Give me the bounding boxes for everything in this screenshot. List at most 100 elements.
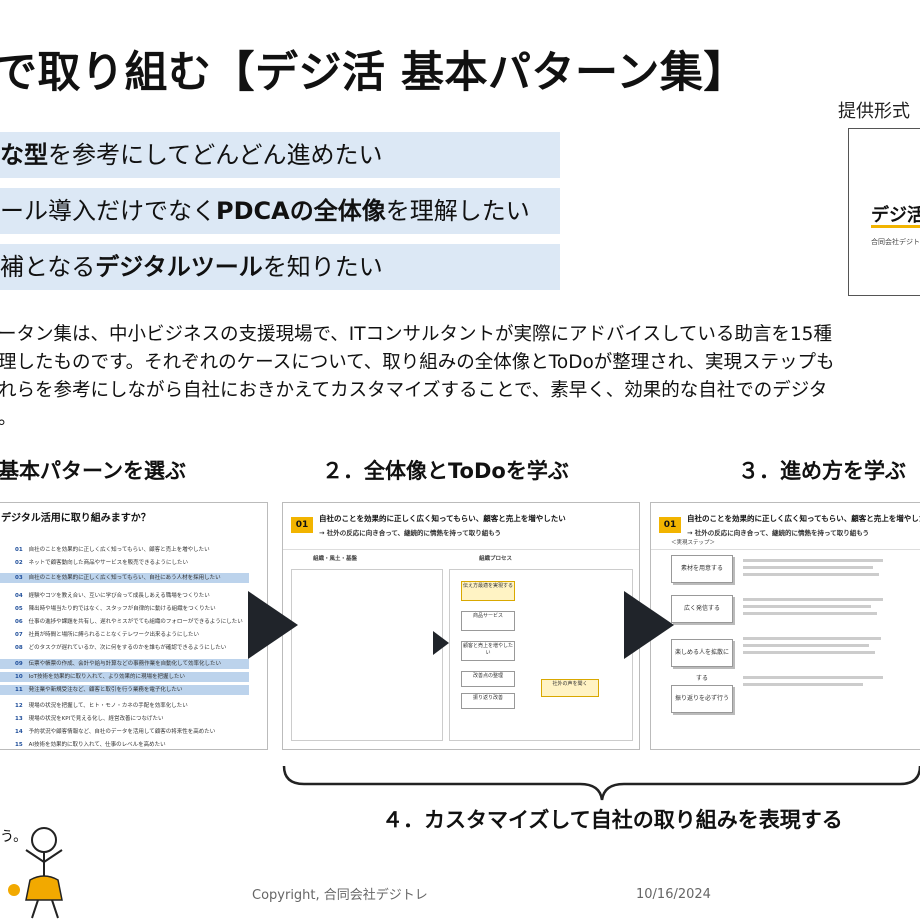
- step-4-heading: ４．カスタマイズして自社の取り組みを表現する: [382, 808, 843, 832]
- offer-format-label: 提供形式: [838, 101, 910, 122]
- pattern-row-text: 現場の状況を把握して、ヒト・モノ・カネの手配を効率化したい: [28, 703, 188, 709]
- thumbnail-3-text-block: [743, 555, 893, 705]
- thumbnail-3-step: 素材を用意する: [671, 555, 733, 583]
- bullet-1-post: を参考にしてどんどん進めたい: [48, 141, 383, 169]
- thumbnail-2-title: 自社のことを効果的に正しく広く知ってもらい、顧客と売上を増やしたい: [319, 514, 566, 523]
- pattern-row: 07 社員が時間と場所に縛られることなくテレワーク出来るようにしたい: [0, 630, 249, 640]
- thumbnail-2-box: 伝え方最適を実現する: [461, 581, 515, 601]
- offer-logo-subtext: 合同会社デジト: [871, 238, 920, 246]
- thumbnail-2-box: 社外の声を聞く: [541, 679, 599, 697]
- curly-brace-icon: [282, 765, 920, 801]
- thumbnail-2-col-left: 組織・風土・基盤: [313, 556, 358, 562]
- pattern-row-number: 11: [15, 687, 23, 693]
- offer-format-preview: デジ活 合同会社デジト: [848, 128, 920, 296]
- thumbnail-2-inner-arrow: [433, 631, 449, 655]
- pattern-row: 10 IoT技術を効果的に取り入れて、より効果的に現場を把握したい: [0, 672, 249, 682]
- pattern-row-text: 社員が時間と場所に縛られることなくテレワーク出来るようにしたい: [28, 632, 199, 638]
- bullet-2: ール導入だけでなくPDCAの全体像を理解したい: [0, 188, 560, 234]
- bullet-3-post: を知りたい: [262, 253, 383, 281]
- offer-logo-text: デジ活: [871, 205, 920, 226]
- pattern-row-text: 予約状況や顧客情報など、自社のデータを活用して顧客の将来性を高めたい: [28, 729, 216, 735]
- character-illustration: [8, 827, 63, 919]
- bullet-1-bold: な型: [0, 141, 48, 169]
- thumbnail-3-step: 広く発信する: [671, 595, 733, 623]
- pattern-row: 14 予約状況や顧客情報など、自社のデータを活用して顧客の将来性を高めたい: [0, 727, 249, 737]
- pattern-row-number: 03: [15, 575, 23, 581]
- thumbnail-3-subtitle: → 社外の反応に向き合って、継続的に情熱を持って取り組もう: [687, 529, 870, 537]
- pattern-row: 15 AI技術を効果的に取り入れて、仕事のレベルを高めたい: [0, 740, 249, 749]
- thumbnail-3-badge: 01: [659, 517, 681, 533]
- footer-date: 10/16/2024: [636, 887, 711, 902]
- pattern-row-text: 現場の状況をKPIで見える化し、経営改善につなげたい: [28, 716, 164, 722]
- pattern-row-number: 12: [15, 703, 23, 709]
- pattern-row-text: ネットで顧客動向した商品やサービスを販売できるようにしたい: [28, 560, 189, 566]
- pattern-row-number: 04: [15, 593, 23, 599]
- arrow-right-icon: [624, 591, 674, 659]
- pattern-row: 06 仕事の進捗や課題を共有し、遅れやミスがでても組織のフォローができるようにした…: [0, 617, 249, 627]
- thumbnail-2-header: 01 自社のことを効果的に正しく広く知ってもらい、顧客と売上を増やしたい → 社…: [283, 503, 639, 550]
- pattern-row-number: 01: [15, 547, 23, 553]
- pattern-row: 13 現場の状況をKPIで見える化し、経営改善につなげたい: [0, 714, 249, 724]
- pattern-row-text: AI技術を効果的に取り入れて、仕事のレベルを高めたい: [28, 742, 166, 748]
- thumbnail-steps: 01 自社のことを効果的に正しく広く知ってもらい、顧客と売上を増やしたい → 社…: [650, 502, 920, 750]
- bullet-1: な型を参考にしてどんどん進めたい: [0, 132, 560, 178]
- pattern-row-number: 05: [15, 606, 23, 612]
- pattern-row-number: 09: [15, 661, 23, 667]
- step-1-heading: 基本パターンを選ぶ: [0, 459, 186, 483]
- pattern-row-text: 仕事の進捗や課題を共有し、遅れやミスがでても組織のフォローができるようにしたい: [28, 619, 243, 625]
- arrow-right-icon: [248, 591, 298, 659]
- thumbnail-3-step: 楽しめる人を拡散にする: [671, 639, 733, 682]
- description: ータン集は、中小ビジネスの支援現場で、ITコンサルタントが実際にアドバイスしてい…: [0, 321, 834, 433]
- thumbnail-3-header: 01 自社のことを効果的に正しく広く知ってもらい、顧客と売上を増やしたい → 社…: [651, 503, 920, 550]
- pattern-row: 03 自社のことを効果的に正しく広く知ってもらい、自社にあう人材を採用したい: [0, 573, 249, 583]
- step-2-heading: ２．全体像とToDoを学ぶ: [322, 459, 569, 483]
- pattern-row-number: 13: [15, 716, 23, 722]
- description-line: 。: [0, 405, 834, 433]
- pattern-row: 02 ネットで顧客動向した商品やサービスを販売できるようにしたい: [0, 558, 249, 568]
- thumbnail-2-col-right: 組織プロセス: [479, 556, 513, 562]
- pattern-row-number: 07: [15, 632, 23, 638]
- bullet-2-pre: ール導入だけでなく: [0, 197, 216, 225]
- pattern-row: 05 陳出時や場当たり的ではなく、スタッフが自律的に動ける組織をつくりたい: [0, 604, 249, 614]
- thumbnail-3-section: ＜実現ステップ＞: [671, 540, 716, 546]
- pattern-row-number: 08: [15, 645, 23, 651]
- pattern-row: 11 発注業や新規受注など、顧客と取引を行う業務を電子化したい: [0, 685, 249, 695]
- thumbnail-2-badge: 01: [291, 517, 313, 533]
- pattern-row: 12 現場の状況を把握して、ヒト・モノ・カネの手配を効率化したい: [0, 701, 249, 711]
- pattern-row-number: 10: [15, 674, 23, 680]
- pattern-row-text: 発注業や新規受注など、顧客と取引を行う業務を電子化したい: [28, 687, 183, 693]
- footer-copyright: Copyright, 合同会社デジトレ: [252, 888, 428, 903]
- pattern-row-text: どのタスクが遅れているか、次に何をするのかを誰もが確認できるようにしたい: [28, 645, 227, 651]
- pattern-row-number: 14: [15, 729, 23, 735]
- thumbnail-2-subtitle: → 社外の反応に向き合って、継続的に情熱を持って取り組もう: [319, 529, 502, 537]
- thumbnail-2-box: 顧客と売上を増やしたい: [461, 641, 515, 661]
- thumbnail-2-left-panel: [291, 569, 443, 741]
- thumbnail-2-box: 商品サービス: [461, 611, 515, 631]
- pattern-row-number: 06: [15, 619, 23, 625]
- thumbnail-overview: 01 自社のことを効果的に正しく広く知ってもらい、顧客と売上を増やしたい → 社…: [282, 502, 640, 750]
- bullet-3: 補となるデジタルツールを知りたい: [0, 244, 560, 290]
- page-title: で取り組む【デジ活 基本パターン集】: [0, 48, 747, 98]
- speech-text: う。: [0, 829, 28, 845]
- bullet-3-pre: 補となる: [0, 253, 96, 281]
- thumbnail-3-step: 振り返りを必ず行う: [671, 685, 733, 713]
- description-line: ータン集は、中小ビジネスの支援現場で、ITコンサルタントが実際にアドバイスしてい…: [0, 324, 832, 345]
- step-3-heading: ３．進め方を学ぶ: [738, 459, 906, 483]
- pattern-row-text: IoT技術を効果的に取り入れて、より効果的に現場を把握したい: [28, 674, 185, 680]
- pattern-row: 08 どのタスクが遅れているか、次に何をするのかを誰もが確認できるようにしたい: [0, 643, 249, 653]
- pattern-row-text: 陳出時や場当たり的ではなく、スタッフが自律的に動ける組織をつくりたい: [28, 606, 216, 612]
- pattern-row-text: 伝票や帳票の作成、会計や給与計算などの事務作業を自動化して効率化したい: [28, 661, 221, 667]
- pattern-row-text: 自社のことを効果的に正しく広く知ってもらい、自社にあう人材を採用したい: [28, 575, 221, 581]
- pattern-row: 09 伝票や帳票の作成、会計や給与計算などの事務作業を自動化して効率化したい: [0, 659, 249, 669]
- pattern-row-number: 15: [15, 742, 23, 748]
- bullet-2-bold: PDCAの全体像: [216, 197, 386, 225]
- bullet-2-post: を理解したい: [385, 197, 530, 225]
- pattern-row-text: 経験やコツを教え合い、互いに学び合って成長しあえる職場をつくりたい: [28, 593, 210, 599]
- thumbnail-1-title: デジタル活用に取り組みますか？: [1, 513, 151, 524]
- offer-logo-underline: [871, 225, 920, 228]
- thumbnail-3-title: 自社のことを効果的に正しく広く知ってもらい、顧客と売上を増やしたい: [687, 514, 920, 523]
- pattern-row-number: 02: [15, 560, 23, 566]
- description-line: 理したものです。それぞれのケースについて、取り組みの全体像とToDoが整理され、…: [0, 352, 835, 373]
- bullet-3-bold: デジタルツール: [95, 253, 263, 281]
